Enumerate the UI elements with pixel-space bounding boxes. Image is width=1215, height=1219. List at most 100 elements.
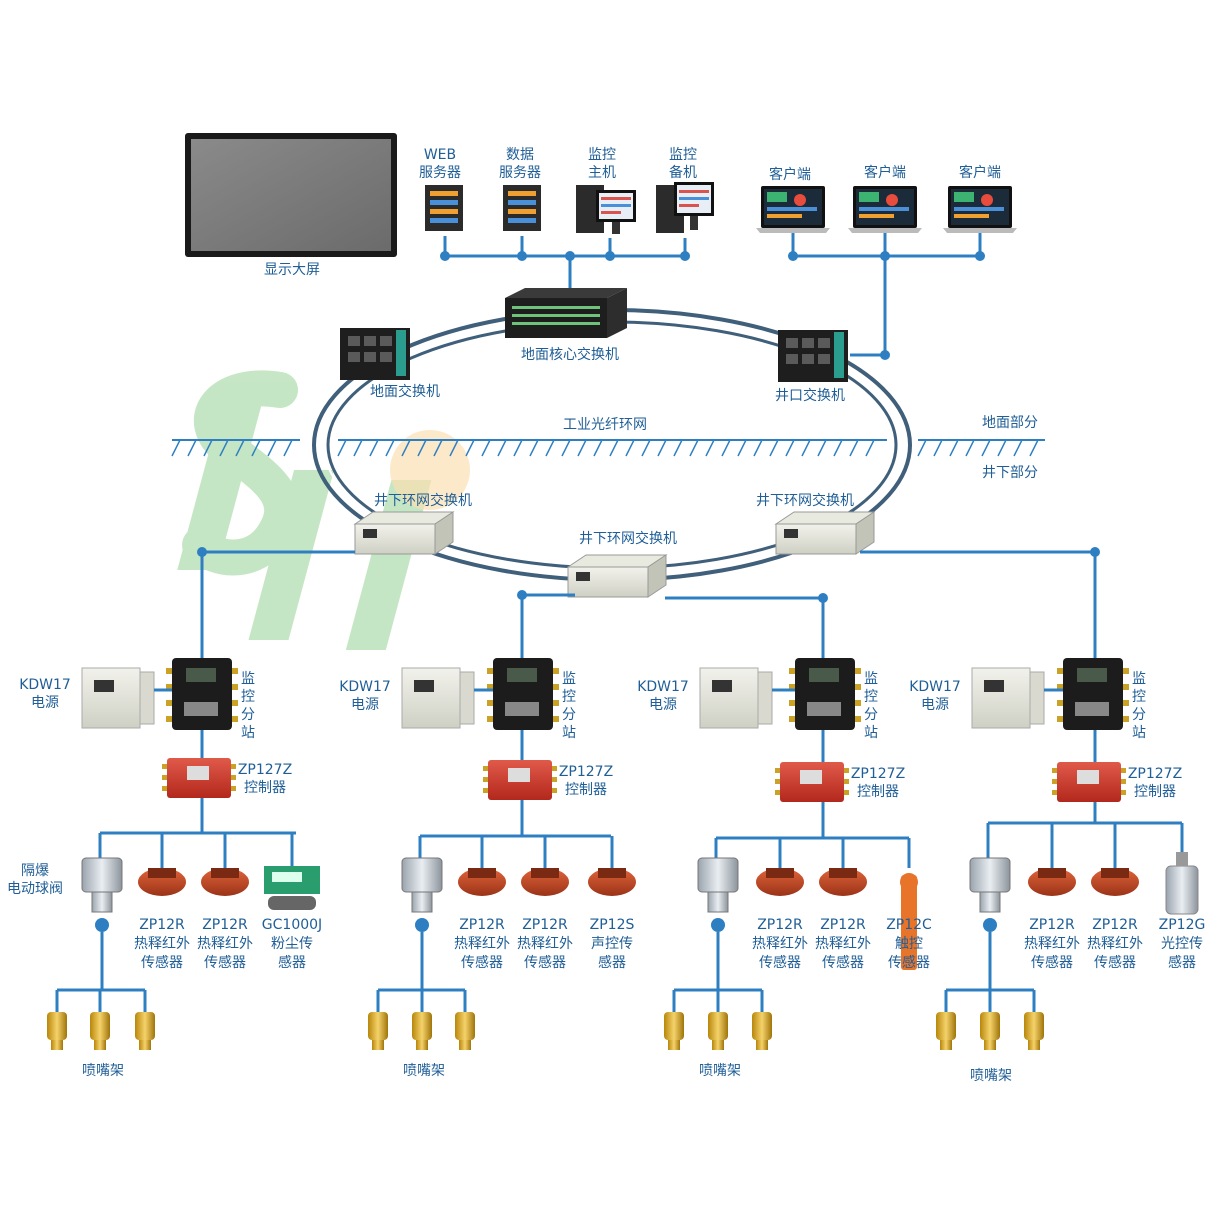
sensor-label-line3: 传感器 [204, 955, 246, 971]
data-server-label-1: 数据 [506, 147, 534, 163]
sensor-label-line2: 热释红外 [752, 936, 808, 952]
watermark-logo [177, 370, 470, 650]
controller-label-line1: ZP127Z [237, 762, 293, 778]
branch-4 [936, 658, 1199, 1050]
sensor-label-line2: 热释红外 [197, 936, 253, 952]
sensor-label-line1: ZP12R [1092, 917, 1138, 933]
nozzle-icon [936, 1012, 956, 1050]
substation-label-4: 站 [562, 725, 576, 741]
valve-label-line1: 隔爆 [21, 863, 49, 879]
underground-switch-label-2: 井下环网交换机 [579, 531, 677, 547]
below-ground-label: 井下部分 [982, 465, 1038, 481]
nozzle-icon [980, 1012, 1000, 1050]
controller-label-line2: 控制器 [244, 780, 286, 796]
valve-icon [969, 857, 1011, 932]
shaft-switch-label: 井口交换机 [775, 388, 845, 404]
controller-label-line1: ZP127Z [850, 766, 906, 782]
controller-label-line1: ZP127Z [558, 764, 614, 780]
surface-switch-label: 地面交换机 [370, 384, 440, 400]
substation-icon [487, 658, 559, 730]
substation-label-1: 监 [1132, 671, 1146, 687]
web-server-label-1: WEB [423, 147, 457, 163]
sensor-label-line1: ZP12R [757, 917, 803, 933]
valve-icon [697, 857, 739, 932]
power-label-line1: KDW17 [19, 677, 71, 693]
monitor-backup-icon [656, 182, 714, 233]
data-server-icon [503, 185, 541, 231]
sensor-label-line3: 传感器 [1094, 955, 1136, 971]
sensor-label-line3: 感器 [1168, 955, 1196, 971]
sensor-label-line3: 感器 [598, 955, 626, 971]
sensor-label-line3: 感器 [278, 955, 306, 971]
power-supply-icon [699, 667, 773, 729]
sensor-label-line1: ZP12R [522, 917, 568, 933]
sensor-label-line3: 传感器 [461, 955, 503, 971]
ring-network-label: 工业光纤环网 [563, 417, 647, 433]
sensor-label-line3: 传感器 [759, 955, 801, 971]
controller-icon [775, 762, 849, 802]
substation-label-2: 控 [1132, 689, 1146, 705]
web-server-icon [425, 185, 463, 231]
substation-label-3: 分 [864, 707, 878, 723]
sensor-label-line1: ZP12R [202, 917, 248, 933]
nozzle-icon [412, 1012, 432, 1050]
display-screen-label: 显示大屏 [264, 262, 320, 278]
power-label-line1: KDW17 [909, 679, 961, 695]
shaft-switch-icon [778, 330, 848, 382]
monitor-host-icon [576, 185, 636, 234]
display-screen-icon [185, 133, 397, 257]
core-switch-label: 地面核心交换机 [521, 347, 619, 363]
sensor-icon [1091, 868, 1139, 896]
nozzle-label: 喷嘴架 [403, 1063, 445, 1079]
monitor-backup-label-1: 监控 [669, 147, 697, 163]
sensor-icon [1028, 868, 1076, 896]
sensor-label-line3: 传感器 [888, 955, 930, 971]
substation-label-3: 分 [1132, 707, 1146, 723]
sensor-label-line2: 热释红外 [815, 936, 871, 952]
underground-switch-icon [566, 554, 668, 598]
sensor-label-line2: 热释红外 [1024, 936, 1080, 952]
data-server-label-2: 服务器 [499, 165, 541, 181]
substation-label-1: 监 [241, 671, 255, 687]
valve-icon [81, 857, 123, 932]
underground-switch-label-3: 井下环网交换机 [756, 493, 854, 509]
sensor-label-line1: ZP12R [459, 917, 505, 933]
underground-switches [353, 511, 876, 598]
sensor-label-line2: 热释红外 [1087, 936, 1143, 952]
underground-switch-icon [774, 511, 876, 555]
substation-label-2: 控 [562, 689, 576, 705]
sensor-label-line2: 热释红外 [134, 936, 190, 952]
sensor-label-line1: ZP12G [1158, 917, 1206, 933]
web-server-label-2: 服务器 [419, 165, 461, 181]
client-label-1: 客户端 [769, 167, 811, 183]
substation-icon [166, 658, 238, 730]
sensor-label-line1: ZP12R [139, 917, 185, 933]
branch-1 [47, 658, 320, 1050]
sensor-icon [1165, 852, 1199, 915]
sensor-label-line2: 热释红外 [517, 936, 573, 952]
controller-icon [162, 758, 236, 798]
underground-switch-label-1: 井下环网交换机 [374, 493, 472, 509]
monitor-host-label-2: 主机 [588, 165, 616, 181]
sensor-icon [521, 868, 569, 896]
monitor-backup-label-2: 备机 [669, 165, 697, 181]
nozzle-icon [752, 1012, 772, 1050]
sensor-label-line2: 热释红外 [454, 936, 510, 952]
underground-bus-nodes [197, 547, 1100, 603]
sensor-icon [756, 868, 804, 896]
nozzle-label: 喷嘴架 [970, 1068, 1012, 1084]
client-laptop-icon [943, 186, 1017, 233]
substation-label-4: 站 [864, 725, 878, 741]
substation-label-4: 站 [241, 725, 255, 741]
power-supply-icon [971, 667, 1045, 729]
sensor-label-line3: 传感器 [1031, 955, 1073, 971]
sensor-icon [819, 868, 867, 896]
nozzle-icon [455, 1012, 475, 1050]
controller-label-line2: 控制器 [565, 782, 607, 798]
server-bus-nodes [440, 251, 985, 360]
nozzle-icon [90, 1012, 110, 1050]
sensor-label-line2: 触控 [895, 936, 923, 952]
sensor-label-line1: ZP12R [820, 917, 866, 933]
substation-label-2: 控 [241, 689, 255, 705]
